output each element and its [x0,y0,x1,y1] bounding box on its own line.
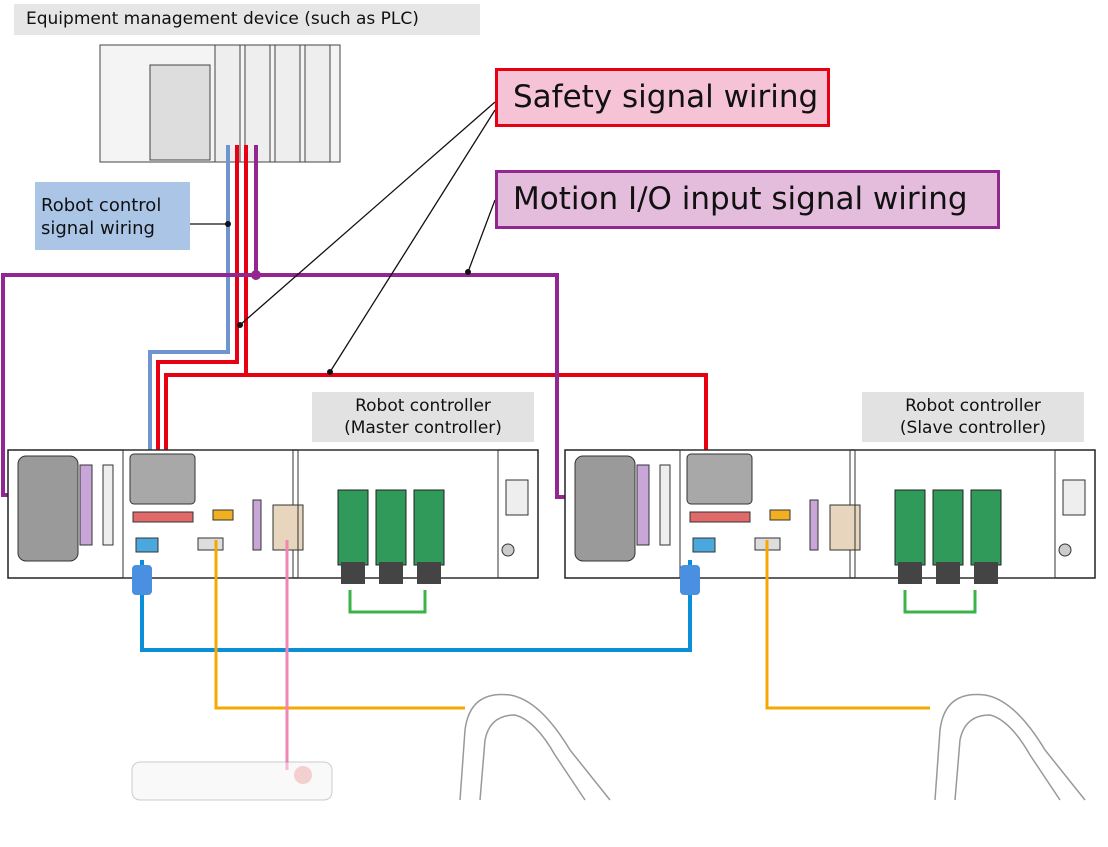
motion-io-label: Motion I/O input signal wiring [495,170,1000,229]
green-cable-master [348,590,427,614]
robot-control-line-1: Robot control [41,195,162,216]
master-line-2: (Master controller) [344,418,502,438]
lan-cable [140,560,692,652]
slave-controller-label: Robot controller(Slave controller) [862,392,1084,442]
safety-wire-master [156,145,239,455]
safety-signal-label: Safety signal wiring [495,68,830,127]
robot-arm-master [459,693,611,801]
slave-controller [564,449,1096,585]
plc-label: Equipment management device (such as PLC… [14,4,480,35]
robot-control-wire [148,145,230,455]
master-line-1: Robot controller [355,396,491,416]
robot-arm-slave [934,693,1086,801]
orange-cable-slave [765,540,930,710]
slave-line-2: (Slave controller) [899,418,1047,438]
master-controller-label: Robot controller(Master controller) [312,392,534,442]
slave-line-1: Robot controller [905,396,1041,416]
leader-lines [190,101,496,373]
orange-cable-master [214,540,465,710]
green-cable-slave [903,590,977,614]
teach-pendant [131,761,333,801]
master-controller [7,449,539,585]
robot-control-line-2: signal wiring [41,218,155,239]
plc-device [99,44,341,163]
